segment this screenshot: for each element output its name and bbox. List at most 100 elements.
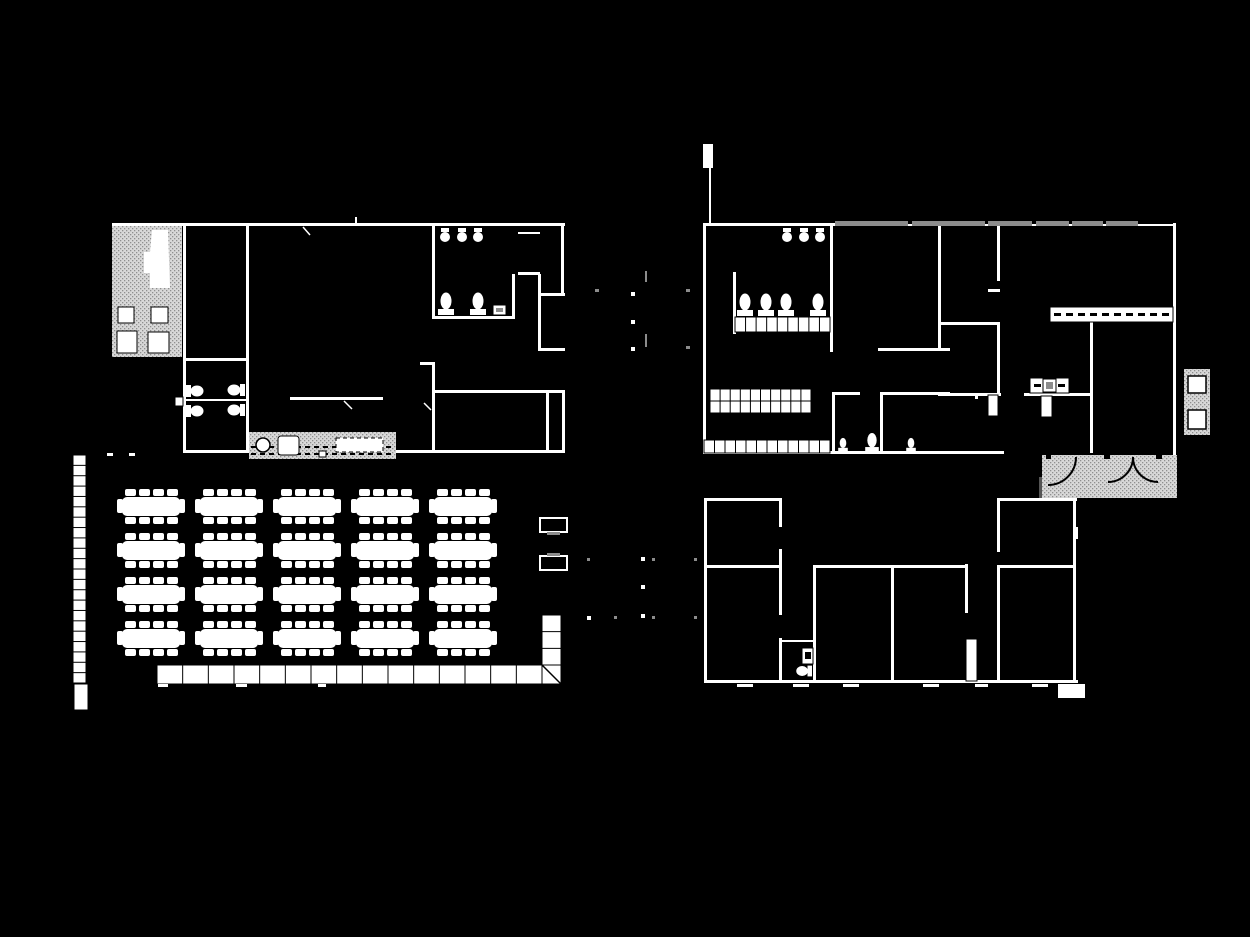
window-segment <box>587 558 590 561</box>
dining-table <box>351 621 419 656</box>
chair-icon <box>323 621 334 628</box>
toilet-icon <box>807 665 812 677</box>
window-segment <box>686 289 690 292</box>
window-segment <box>835 221 908 226</box>
wall <box>538 274 541 351</box>
wall <box>1024 393 1091 396</box>
chair-icon <box>335 543 341 557</box>
chair-icon <box>373 489 384 496</box>
chair-icon <box>373 649 384 656</box>
chair-icon <box>217 649 228 656</box>
chair-icon <box>295 649 306 656</box>
fixture <box>1187 375 1207 394</box>
window-segment <box>912 221 985 226</box>
fixture <box>277 435 300 456</box>
line-mark <box>541 664 562 685</box>
sink-icon <box>799 232 809 242</box>
wall <box>158 684 168 687</box>
toilet-icon <box>190 385 204 397</box>
dashed-counter <box>1049 306 1174 323</box>
chair-icon <box>429 587 435 601</box>
dining-table <box>429 533 497 568</box>
wall <box>631 347 635 351</box>
wall <box>631 292 635 296</box>
wall <box>432 226 435 319</box>
wall <box>641 614 645 618</box>
window-segment <box>652 616 655 619</box>
toilet-icon <box>737 310 753 316</box>
chair-icon <box>195 499 201 513</box>
chair-icon <box>203 605 214 612</box>
fixture <box>174 396 184 407</box>
wall <box>997 226 1000 281</box>
fixture <box>117 306 135 324</box>
chair-icon <box>451 533 462 540</box>
wall <box>880 392 950 395</box>
wall <box>703 226 706 453</box>
chair-icon <box>245 621 256 628</box>
chair-icon <box>465 517 476 524</box>
wall <box>641 585 645 589</box>
chair-icon <box>245 649 256 656</box>
chair-icon <box>491 587 497 601</box>
wall <box>779 568 782 615</box>
chair-icon <box>257 587 263 601</box>
chair-icon <box>231 533 242 540</box>
door-jamb <box>1156 453 1162 459</box>
wall <box>1074 527 1078 539</box>
chair-icon <box>245 561 256 568</box>
chair-icon <box>281 621 292 628</box>
chair-icon <box>359 605 370 612</box>
chair-icon <box>373 577 384 584</box>
door-swing-arc <box>1047 456 1077 486</box>
wall <box>518 272 540 275</box>
chair-icon <box>245 533 256 540</box>
wall <box>112 223 565 226</box>
chair-icon <box>323 517 334 524</box>
dining-table <box>273 577 341 612</box>
wall <box>129 453 135 456</box>
wall <box>631 320 635 324</box>
window-segment <box>595 289 599 292</box>
chair-icon <box>231 605 242 612</box>
wall <box>813 565 968 568</box>
window-segment <box>645 271 647 282</box>
wall <box>538 348 565 351</box>
chair-icon <box>401 533 412 540</box>
wall <box>997 322 1000 394</box>
chair-icon <box>335 499 341 513</box>
chair-icon <box>125 577 136 584</box>
wall <box>432 316 515 319</box>
terrace-shape <box>144 230 170 288</box>
toilet-icon <box>907 437 915 449</box>
toilet-icon <box>227 404 241 416</box>
sink-icon <box>474 228 482 232</box>
wall <box>938 322 1000 325</box>
chair-icon <box>309 621 320 628</box>
door-swing-arc <box>1132 456 1159 483</box>
chair-icon <box>387 605 398 612</box>
wall <box>703 144 713 168</box>
wall <box>988 289 1000 292</box>
chair-icon <box>309 649 320 656</box>
chair-icon <box>429 499 435 513</box>
window-segment <box>547 532 560 535</box>
wall <box>1032 684 1048 687</box>
wall <box>832 395 835 453</box>
chair-icon <box>295 621 306 628</box>
sink-icon <box>782 232 792 242</box>
chair-icon <box>167 605 178 612</box>
chair-icon <box>117 631 123 645</box>
chair-icon <box>245 577 256 584</box>
toilet-icon <box>190 405 204 417</box>
chair-icon <box>465 605 476 612</box>
toilet-icon <box>240 404 245 416</box>
equipment-box <box>539 555 568 571</box>
chair-icon <box>281 561 292 568</box>
chair-icon <box>465 649 476 656</box>
chair-icon <box>373 533 384 540</box>
chair-icon <box>153 605 164 612</box>
chair-icon <box>203 561 214 568</box>
chair-icon <box>139 489 150 496</box>
chair-icon <box>413 543 419 557</box>
